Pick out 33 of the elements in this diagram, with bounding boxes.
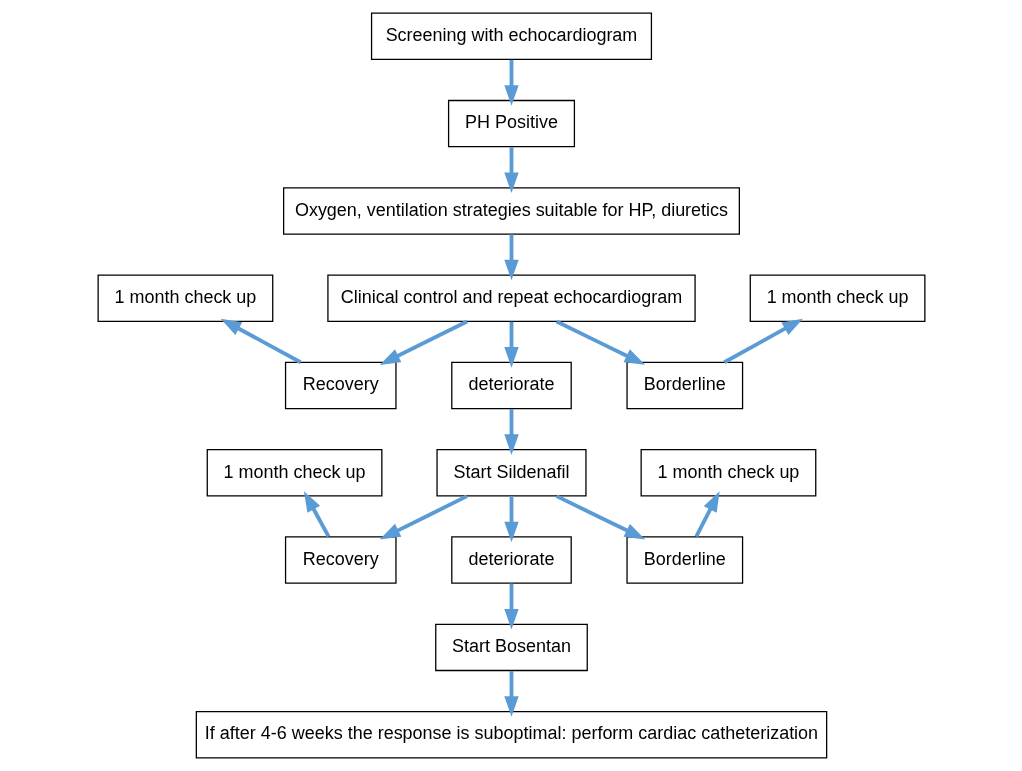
node-box: Oxygen, ventilation strategies suitable for HP, diuretics [282, 187, 740, 235]
node-box: 1 month check up [97, 274, 273, 322]
arrow [503, 321, 519, 368]
node-box: PH Positive [447, 99, 575, 148]
arrow [555, 494, 645, 540]
arrow [220, 318, 301, 364]
arrow [503, 234, 519, 281]
node-box: Screening with echocardiogram [370, 12, 652, 61]
arrow [503, 59, 519, 106]
node-box: Borderline [625, 361, 743, 410]
node-box: 1 month check up [640, 449, 816, 497]
node-box: 1 month check up [206, 449, 382, 497]
arrow [555, 319, 645, 365]
arrow [503, 583, 519, 630]
node-box: If after 4-6 weeks the response is suboptimal: perform cardiac catheterization [195, 710, 827, 759]
node-box: Borderline [625, 536, 743, 584]
arrow [379, 494, 468, 540]
node-box: 1 month check up [749, 274, 925, 322]
arrow [503, 496, 519, 543]
arrow [722, 318, 803, 364]
node-box: deteriorate [450, 361, 572, 410]
node-box: Start Bosentan [434, 623, 588, 672]
arrow [379, 319, 468, 365]
node-box: deteriorate [450, 536, 572, 584]
arrow [503, 147, 519, 194]
node-box: Recovery [284, 536, 397, 584]
arrow [503, 409, 519, 455]
node-box: Clinical control and repeat echocardiogram [326, 274, 696, 322]
node-box: Start Sildenafil [435, 449, 587, 497]
node-box: Recovery [284, 361, 397, 410]
arrow [694, 491, 720, 538]
arrow [303, 491, 330, 538]
arrow [503, 670, 519, 717]
